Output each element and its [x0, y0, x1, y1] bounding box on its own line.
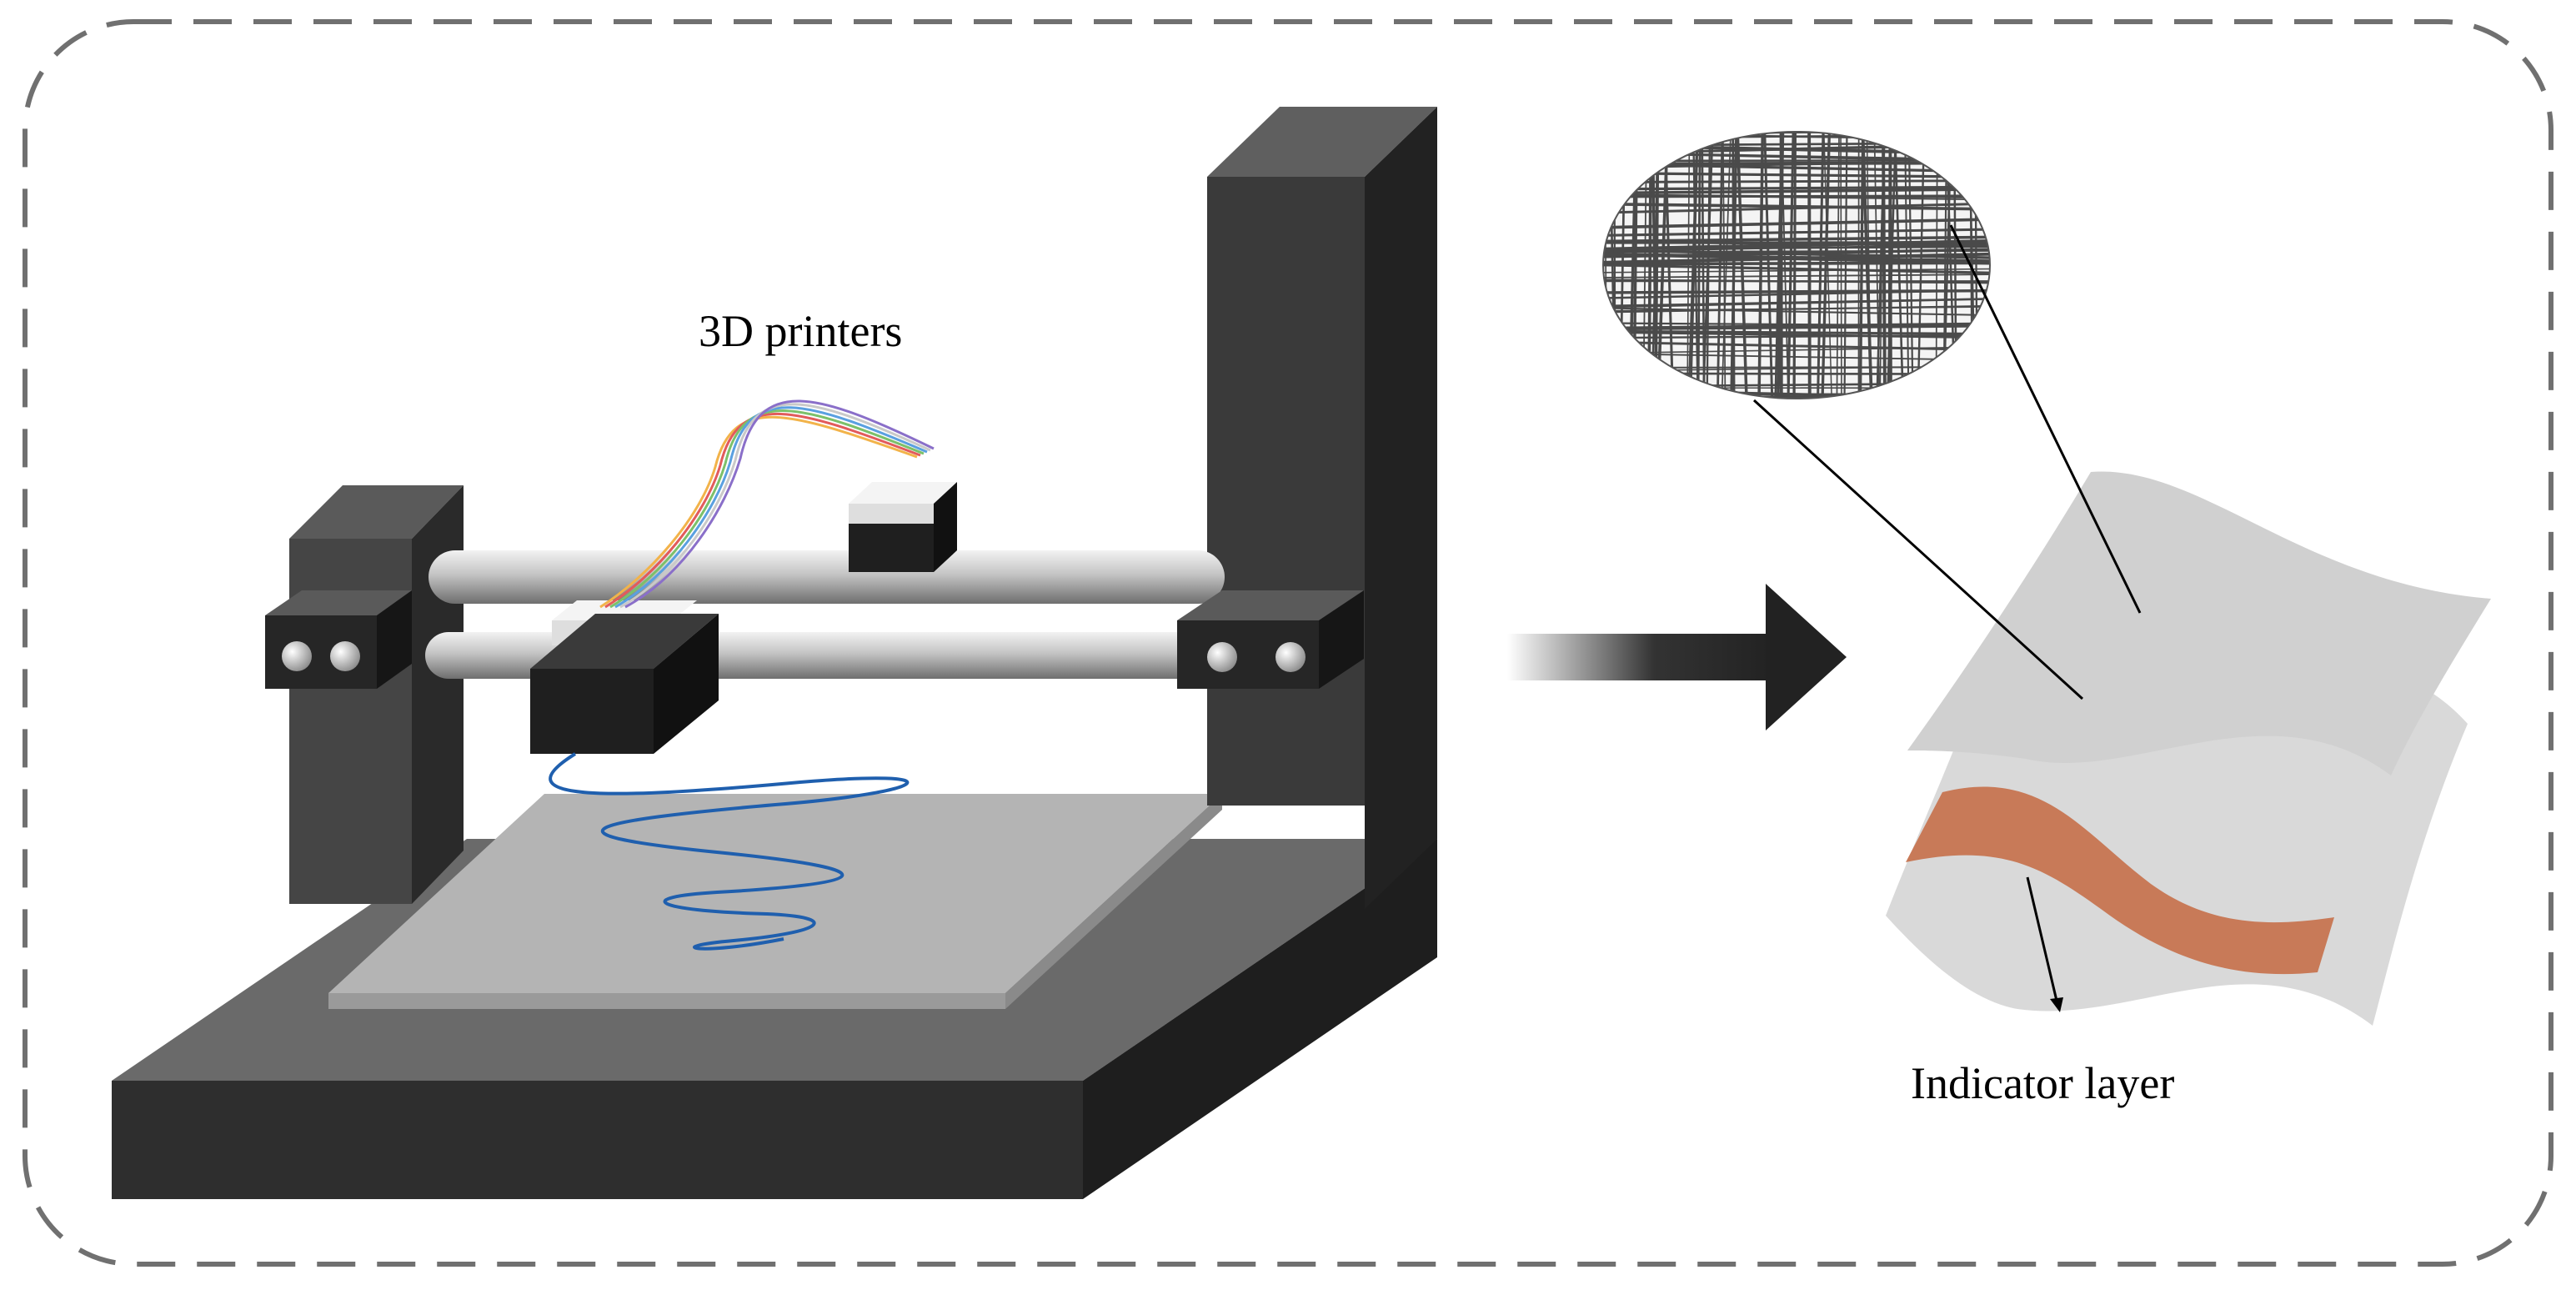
print-head: [530, 669, 654, 754]
front-sheet: [1907, 472, 2491, 776]
mesh-fiber-horizontal: [1595, 160, 1998, 161]
printer-label: 3D printers: [699, 309, 902, 354]
mesh-fiber-vertical: [1975, 123, 1977, 407]
mesh-fiber-vertical: [1954, 123, 1956, 407]
mesh-fiber-vertical: [1614, 123, 1615, 407]
mesh-fiber-vertical: [1936, 123, 1937, 407]
arrow-right-icon: [1507, 584, 1847, 730]
indicator-layer-label: Indicator layer: [1911, 1061, 2174, 1106]
printer-base-front: [112, 1081, 1083, 1199]
mesh-fiber-horizontal: [1595, 143, 1998, 145]
mesh-fiber-vertical: [1841, 123, 1842, 407]
mesh-fiber-vertical: [1809, 123, 1810, 407]
printer-tower-side: [1365, 107, 1437, 909]
upper-rod: [428, 550, 1225, 604]
film-sheet-icon: [1886, 472, 2491, 1026]
mesh-fiber-horizontal: [1595, 367, 1998, 368]
printer-tower-front: [1207, 177, 1365, 806]
mesh-fiber-vertical: [1649, 123, 1651, 407]
3d-printer-icon: [112, 107, 1437, 1199]
mesh-fiber-vertical: [1733, 123, 1734, 407]
mesh-fiber-vertical: [1794, 123, 1795, 407]
